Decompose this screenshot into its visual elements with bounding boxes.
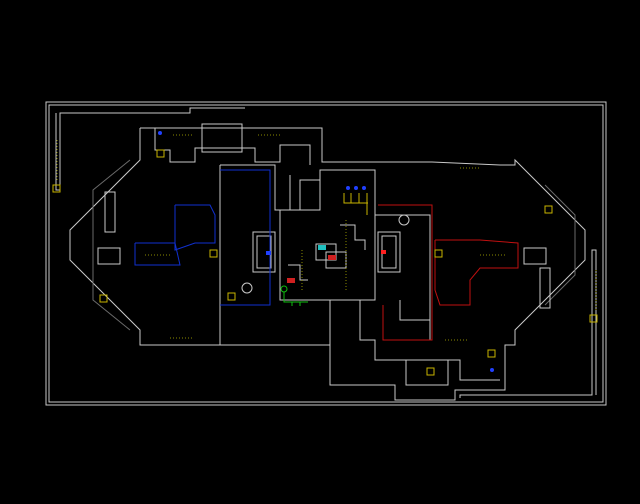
yellow-key-lines xyxy=(52,149,598,376)
main-structure-walls xyxy=(69,123,586,401)
red-door-area xyxy=(378,204,519,341)
player-and-things xyxy=(158,131,494,372)
item-markers xyxy=(56,134,597,341)
green-trigger-lines xyxy=(280,285,308,306)
blue-key-icon xyxy=(266,251,271,255)
red-key-icon xyxy=(381,250,386,254)
blue-door-area xyxy=(134,169,271,306)
